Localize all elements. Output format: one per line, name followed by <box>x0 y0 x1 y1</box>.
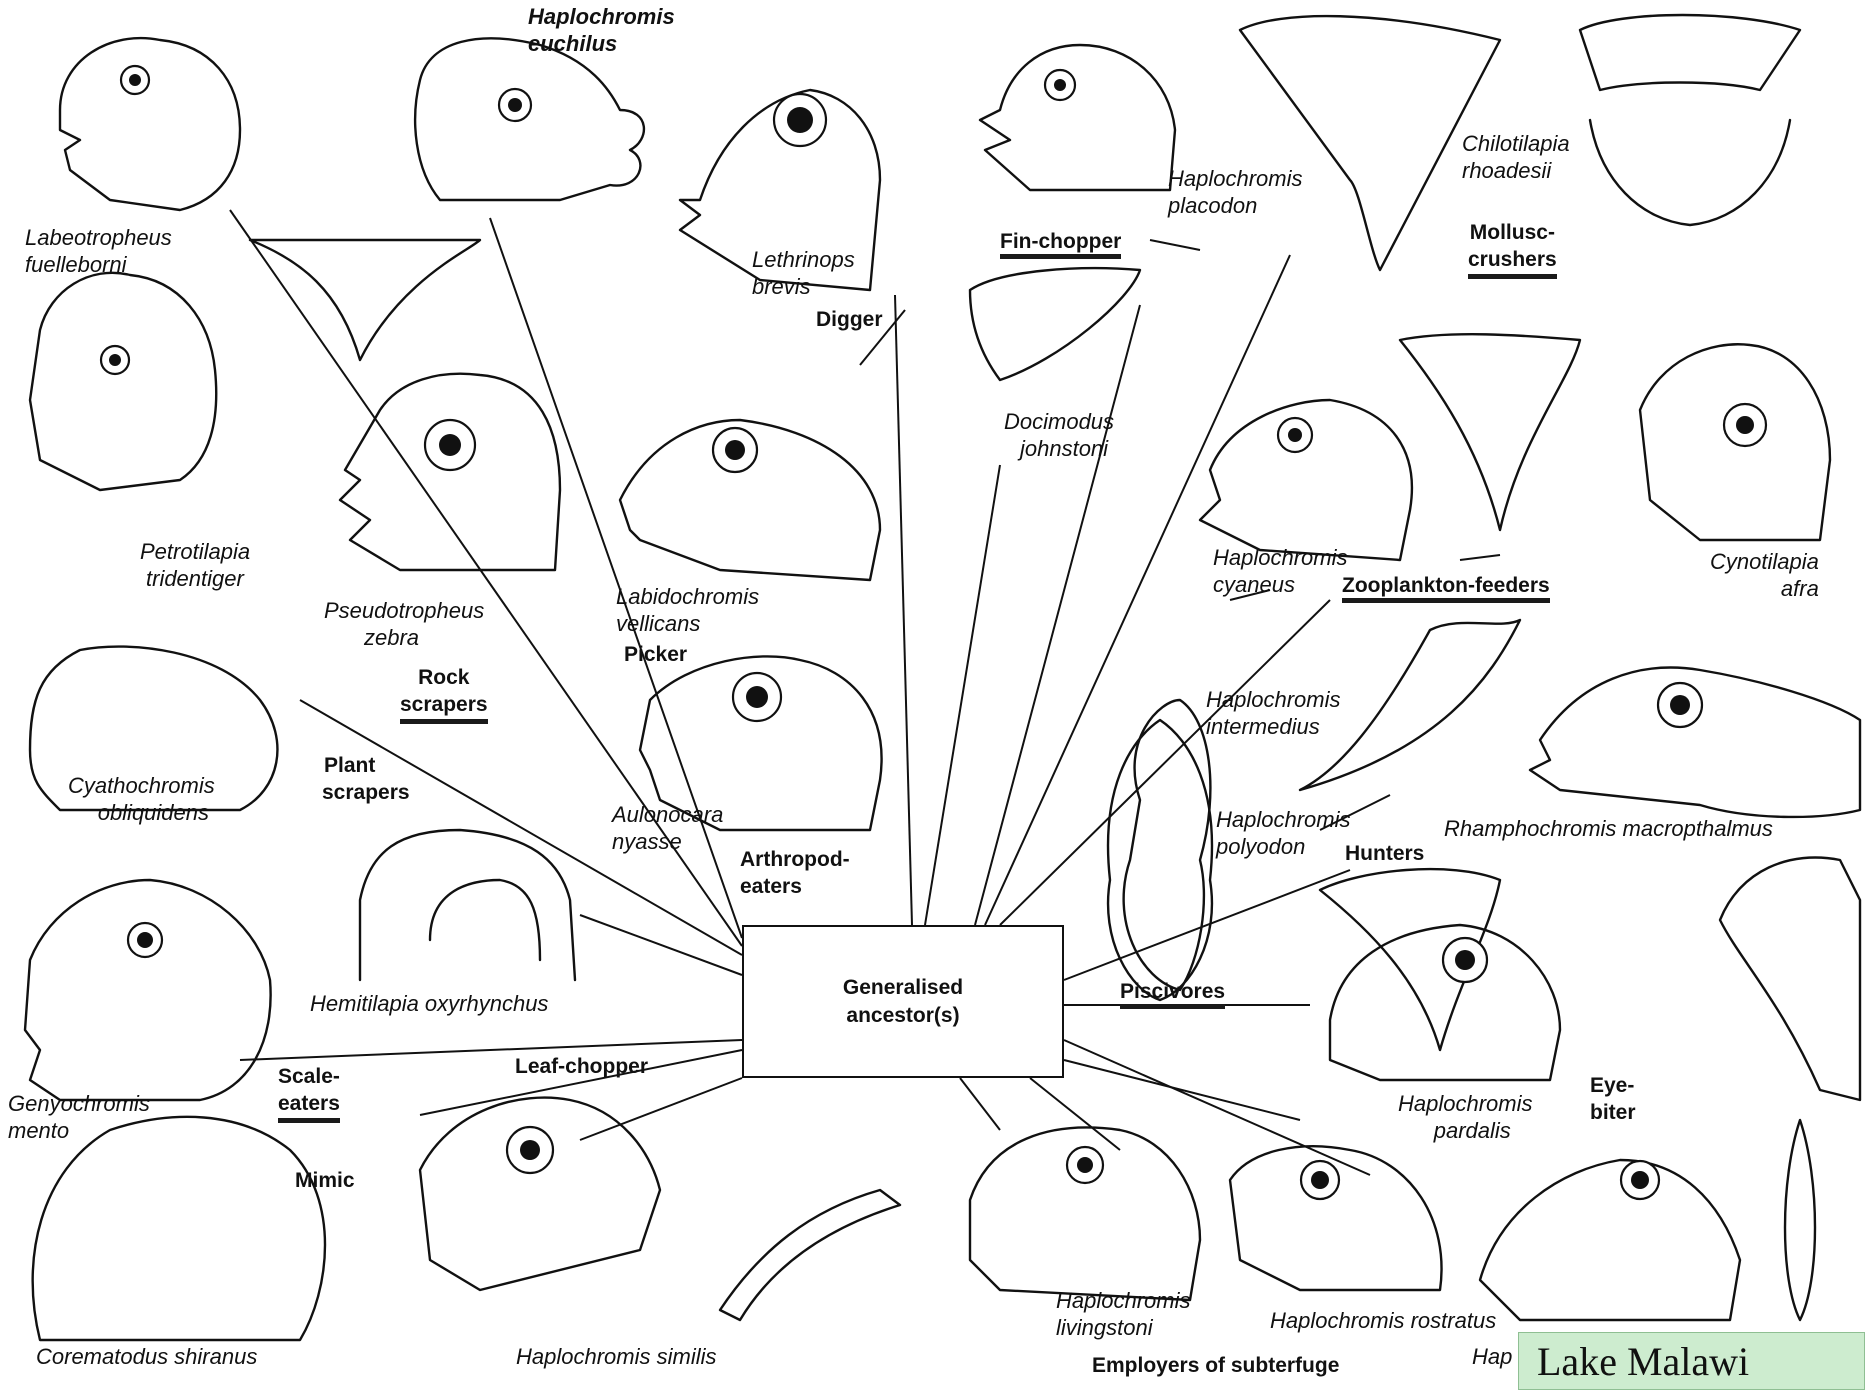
category-label-line: scrapers <box>322 779 410 806</box>
species-label-genus: Haplochromis <box>1168 165 1303 192</box>
category-arthropod-eaters: Arthropod- eaters <box>740 846 850 900</box>
species-label-epithet: brevis <box>752 273 855 300</box>
species-genyochromis: Genyochromis mento <box>8 1090 150 1144</box>
species-label-genus: Genyochromis <box>8 1090 150 1117</box>
species-label-genus: Labidochromis <box>616 583 759 610</box>
species-label-epithet: pardalis <box>1398 1117 1533 1144</box>
species-aulonocara: Aulonocara nyasse <box>612 801 723 855</box>
ancestor-label-line1: Generalised <box>843 974 963 1002</box>
category-picker: Picker <box>624 641 687 668</box>
category-label-line: eaters <box>278 1090 340 1123</box>
species-label-epithet: fuelleborni <box>25 251 172 278</box>
species-label-epithet: tridentiger <box>140 565 250 592</box>
species-label-epithet: nyasse <box>612 828 723 855</box>
species-lethrinops: Lethrinops brevis <box>752 246 855 300</box>
category-eye-biter: Eye- biter <box>1590 1072 1636 1126</box>
category-label-line: Mollusc- <box>1468 219 1557 246</box>
species-label-epithet: mento <box>8 1117 150 1144</box>
category-mimic: Mimic <box>295 1167 355 1194</box>
species-docimodus: Docimodus johnstoni <box>1004 408 1114 462</box>
species-label-epithet: obliquidens <box>68 799 215 826</box>
species-labeotropheus: Labeotropheus fuelleborni <box>25 224 172 278</box>
species-label-genus: Haplochromis <box>1206 686 1341 713</box>
category-label-line: Arthropod- <box>740 846 850 873</box>
species-pardalis: Haplochromis pardalis <box>1398 1090 1533 1144</box>
category-label-line: eaters <box>740 873 850 900</box>
species-rostratus: Haplochromis rostratus <box>1270 1307 1496 1334</box>
category-digger: Digger <box>816 306 883 333</box>
species-corematodus: Corematodus shiranus <box>36 1343 257 1370</box>
species-labidochromis: Labidochromis vellicans <box>616 583 759 637</box>
species-label-genus: Docimodus <box>1004 408 1114 435</box>
species-label-genus: Haplochromis <box>528 3 675 30</box>
category-hunters: Hunters <box>1345 840 1424 867</box>
category-label-line: Plant <box>322 752 410 779</box>
species-label-epithet: rhoadesii <box>1462 157 1570 184</box>
species-placodon: Haplochromis placodon <box>1168 165 1303 219</box>
species-label-epithet: placodon <box>1168 192 1303 219</box>
species-intermedius: Haplochromis intermedius <box>1206 686 1341 740</box>
category-plant-scrapers: Plant scrapers <box>322 752 410 806</box>
category-label-line: Rock <box>400 664 488 691</box>
category-label-line: biter <box>1590 1099 1636 1126</box>
species-label-genus: Cynotilapia <box>1710 548 1819 575</box>
species-label-epithet: vellicans <box>616 610 759 637</box>
ancestor-label-line2: ancestor(s) <box>846 1002 959 1030</box>
species-label-epithet: afra <box>1710 575 1819 602</box>
species-label-epithet: intermedius <box>1206 713 1341 740</box>
species-label-genus: Haplochromis <box>1213 544 1348 571</box>
species-chilotilapia: Chilotilapia rhoadesii <box>1462 130 1570 184</box>
species-cyathochromis: Cyathochromis obliquidens <box>68 772 215 826</box>
fish-head-drawings <box>25 15 1860 1340</box>
category-employers-of-subterfuge: Employers of subterfuge <box>1092 1352 1339 1379</box>
species-cyaneus: Haplochromis cyaneus <box>1213 544 1348 598</box>
category-label-line: scrapers <box>400 691 488 724</box>
species-label-genus: Cyathochromis <box>68 772 215 799</box>
species-label-genus: Aulonocara <box>612 801 723 828</box>
species-label-genus: Haplochromis <box>1398 1090 1533 1117</box>
category-leaf-chopper: Leaf-chopper <box>515 1053 648 1080</box>
category-mollusc-crushers: Mollusc- crushers <box>1468 219 1557 279</box>
species-hap-truncated: Hap <box>1472 1343 1512 1370</box>
species-livingstoni: Haplochromis livingstoni <box>1056 1287 1191 1341</box>
category-label-line: crushers <box>1468 246 1557 279</box>
species-polyodon: Haplochromis polyodon <box>1216 806 1351 860</box>
category-label-line: Scale- <box>278 1063 340 1090</box>
species-label-genus: Pseudotropheus <box>324 597 484 624</box>
species-label-genus: Labeotropheus <box>25 224 172 251</box>
category-piscivores: Piscivores <box>1120 980 1225 1009</box>
species-petrotilapia: Petrotilapia tridentiger <box>140 538 250 592</box>
species-label-epithet: euchilus <box>528 30 675 57</box>
species-label-epithet: livingstoni <box>1056 1314 1191 1341</box>
species-euchilus: Haplochromis euchilus <box>528 3 675 57</box>
category-label-line: Eye- <box>1590 1072 1636 1099</box>
generalised-ancestor-box: Generalised ancestor(s) <box>742 925 1064 1078</box>
species-label-epithet: cyaneus <box>1213 571 1348 598</box>
species-similis: Haplochromis similis <box>516 1343 716 1370</box>
species-label-epithet: zebra <box>324 624 484 651</box>
species-rhamphochromis: Rhamphochromis macropthalmus <box>1444 815 1773 842</box>
category-scale-eaters: Scale- eaters <box>278 1063 340 1123</box>
species-label-genus: Lethrinops <box>752 246 855 273</box>
species-pseudotropheus: Pseudotropheus zebra <box>324 597 484 651</box>
species-label-epithet: polyodon <box>1216 833 1351 860</box>
species-cynotilapia: Cynotilapia afra <box>1710 548 1819 602</box>
species-hemitilapia: Hemitilapia oxyrhynchus <box>310 990 548 1017</box>
category-zooplankton-feeders: Zooplankton-feeders <box>1342 574 1550 603</box>
caption-lake-malawi: Lake Malawi <box>1518 1332 1865 1390</box>
species-label-genus: Chilotilapia <box>1462 130 1570 157</box>
species-label-genus: Haplochromis <box>1056 1287 1191 1314</box>
species-label-epithet: johnstoni <box>1004 435 1114 462</box>
category-fin-chopper: Fin-chopper <box>1000 230 1121 259</box>
category-rock-scrapers: Rock scrapers <box>400 664 488 724</box>
species-label-genus: Haplochromis <box>1216 806 1351 833</box>
species-label-genus: Petrotilapia <box>140 538 250 565</box>
